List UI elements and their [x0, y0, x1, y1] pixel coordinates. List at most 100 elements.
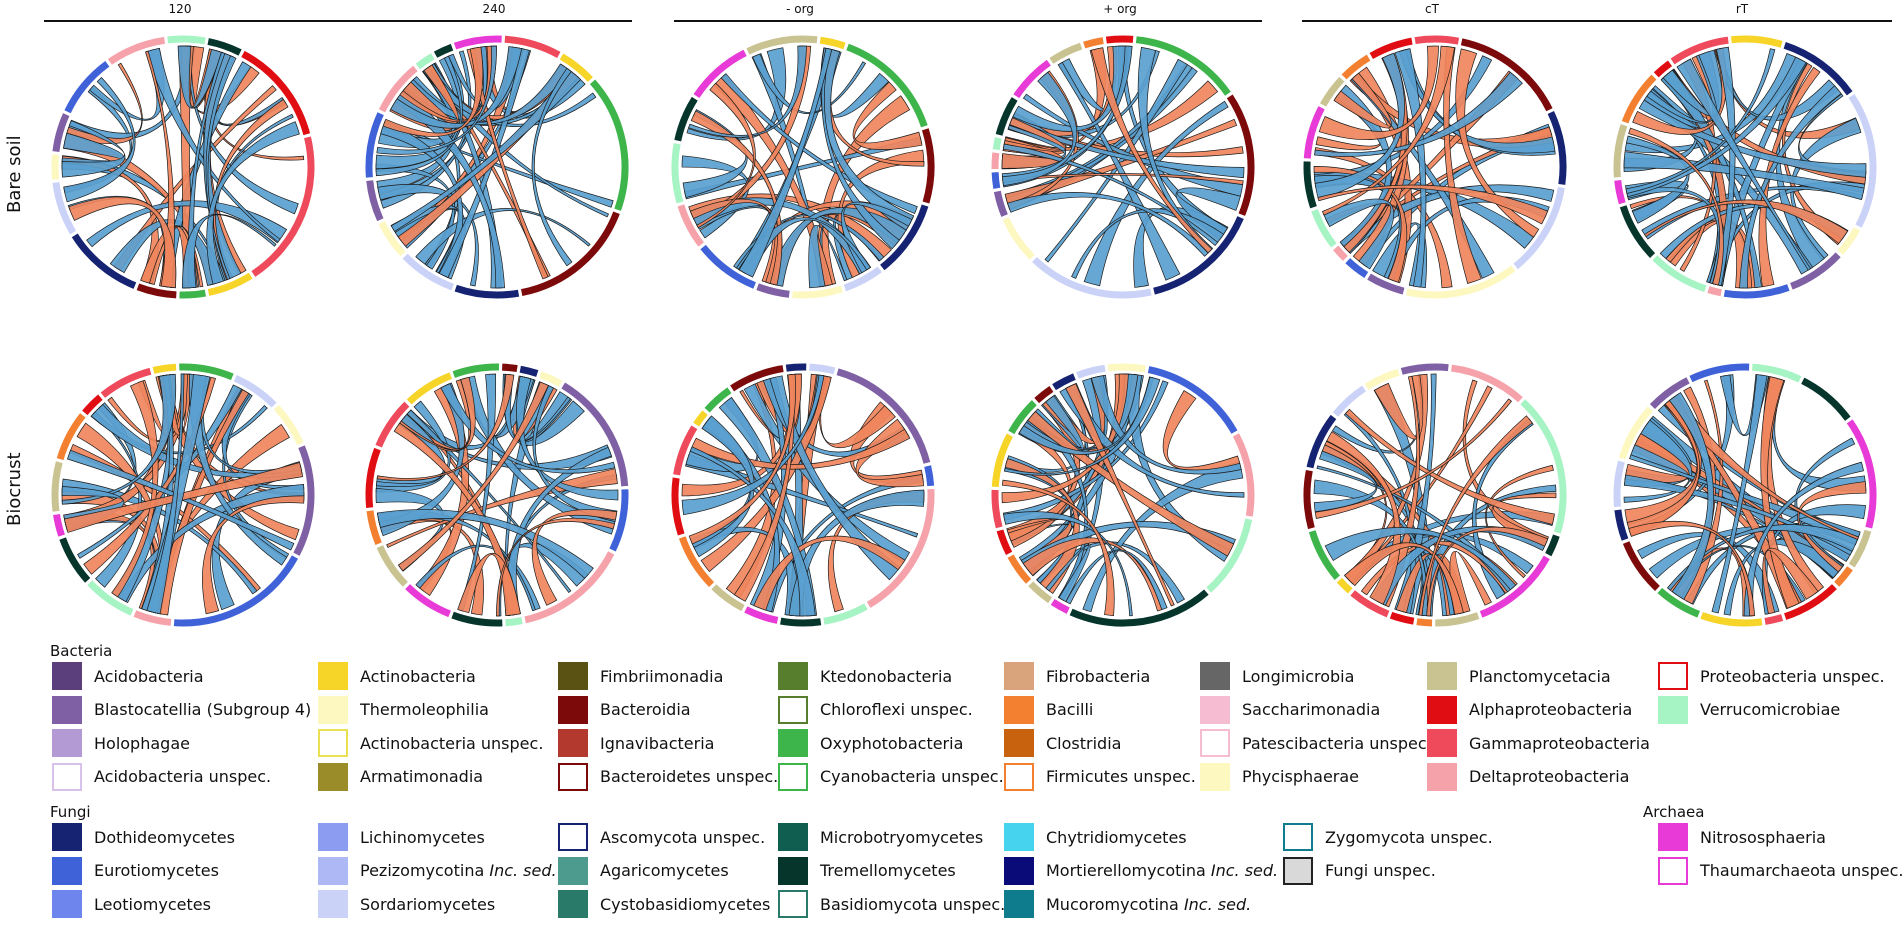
legend-label: Actinobacteria: [360, 666, 476, 686]
legend-swatch: [52, 823, 82, 851]
chord-sector: [375, 401, 410, 448]
chord-sector: [405, 584, 451, 618]
chord-sector: [1007, 554, 1032, 584]
chord-diagram: [51, 35, 315, 299]
legend-item: Clostridia: [1004, 728, 1121, 758]
chord-sector: [519, 365, 539, 377]
chord-sector: [1333, 245, 1348, 261]
chord-sector: [207, 38, 242, 56]
legend-label: Sordariomycetes: [360, 894, 496, 914]
chord-sector: [991, 489, 1003, 529]
chord-ribbon: [1711, 374, 1768, 614]
legend-label: Deltaproteobacteria: [1469, 767, 1630, 786]
chord-sector: [1034, 386, 1054, 404]
chord-sector: [1107, 363, 1147, 373]
legend-item: Actinobacteria unspec.: [318, 728, 543, 758]
legend-label: Thaumarchaeota unspec.: [1700, 861, 1902, 880]
legend-swatch: [558, 890, 588, 918]
legend-label: Verrucomicrobiae: [1700, 700, 1841, 719]
chord-ribbon: [1660, 70, 1762, 288]
legend-swatch: [1658, 695, 1688, 724]
chord-ribbon: [1771, 378, 1867, 492]
legend-item: Bacteroidia: [558, 695, 691, 725]
chord-sector: [433, 43, 454, 58]
legend-swatch: [1200, 729, 1230, 757]
chord-sector: [376, 545, 408, 587]
chord-sector: [1613, 460, 1625, 508]
chord-sector: [693, 410, 708, 427]
legend-label: Mucoromycotina Inc. sed.: [1046, 894, 1252, 914]
chord-ribbon: [1314, 71, 1523, 157]
legend-label: Leotiomycetes: [94, 894, 211, 914]
legend-swatch: [778, 856, 808, 885]
chord-ribbon: [1314, 398, 1513, 519]
chord-ribbon: [1313, 450, 1378, 513]
legend-item: Chloroflexi unspec.: [778, 695, 973, 725]
chord-ribbon: [1018, 376, 1154, 455]
chord-sector: [378, 65, 418, 113]
legend-item: Bacteroidetes unspec.: [558, 762, 778, 792]
legend-item: Holophagae: [52, 728, 190, 758]
chord-sector: [693, 49, 747, 99]
chord-sector: [1790, 252, 1841, 290]
legend-item: Dothideomycetes: [52, 822, 235, 852]
chord-sector: [1306, 414, 1337, 469]
chord-sector: [996, 529, 1013, 555]
chord-sector: [1069, 589, 1209, 627]
chord-sector: [51, 154, 60, 180]
chord-sector: [1049, 42, 1083, 64]
chord-sector: [1435, 612, 1480, 627]
legend-swatch: [778, 762, 808, 791]
chord-ribbon: [146, 373, 185, 615]
row-label-bare-soil: Bare soil: [4, 135, 25, 213]
chord-ribbon: [376, 373, 515, 481]
chord-ribbon: [852, 81, 923, 150]
legend-item: Blastocatellia (Subgroup 4): [52, 695, 311, 725]
legend-label: Actinobacteria unspec.: [360, 733, 544, 753]
chord-ribbon: [61, 120, 126, 178]
chord-diagram: [991, 363, 1255, 627]
chord-ribbon: [1782, 62, 1844, 246]
legend-swatch: [318, 823, 348, 851]
legend-group-title: Bacteria: [50, 642, 113, 660]
legend-label: Fibrobacteria: [1046, 666, 1151, 686]
chord-ribbon: [1626, 399, 1700, 537]
chord-sector: [846, 43, 928, 128]
chord-sector: [251, 136, 315, 277]
chord-sector: [746, 35, 818, 55]
legend-swatch: [1004, 695, 1034, 724]
chord-ribbon: [397, 381, 549, 572]
chord-sector: [107, 36, 166, 65]
chord-sector: [921, 128, 935, 204]
column-header-minus-org: - org: [786, 2, 814, 16]
legend-swatch: [558, 695, 588, 724]
chord-sector: [677, 204, 704, 247]
chord-sector: [991, 172, 1001, 189]
chord-ribbon: [1644, 199, 1849, 245]
chord-ribbon: [1316, 465, 1515, 593]
legend-item: Chytridiomycetes: [1004, 822, 1187, 852]
chord-sector: [1345, 258, 1369, 278]
chord-sector: [1545, 534, 1560, 557]
chord-sector: [59, 537, 91, 583]
chord-sector: [1723, 284, 1790, 299]
chord-sector: [524, 551, 615, 624]
chord-diagram: [51, 363, 315, 627]
chord-ribbon: [1394, 48, 1427, 288]
legend-swatch: [52, 729, 82, 757]
legend-item: Sordariomycetes: [318, 889, 495, 919]
column-header-240: 240: [482, 2, 506, 16]
chord-sector: [452, 363, 500, 378]
chord-sector: [589, 79, 629, 211]
chord-sector: [819, 36, 846, 50]
chord-ribbon: [457, 552, 521, 617]
chord-sector: [1303, 106, 1325, 159]
legend-label: Oxyphotobacteria: [820, 733, 964, 753]
chord-sector: [293, 445, 315, 556]
legend-label: Tremellomycetes: [820, 861, 956, 880]
chord-ribbon: [496, 517, 615, 617]
chord-sector: [673, 425, 698, 476]
chord-sector: [233, 374, 277, 408]
chord-diagram: [671, 363, 935, 627]
